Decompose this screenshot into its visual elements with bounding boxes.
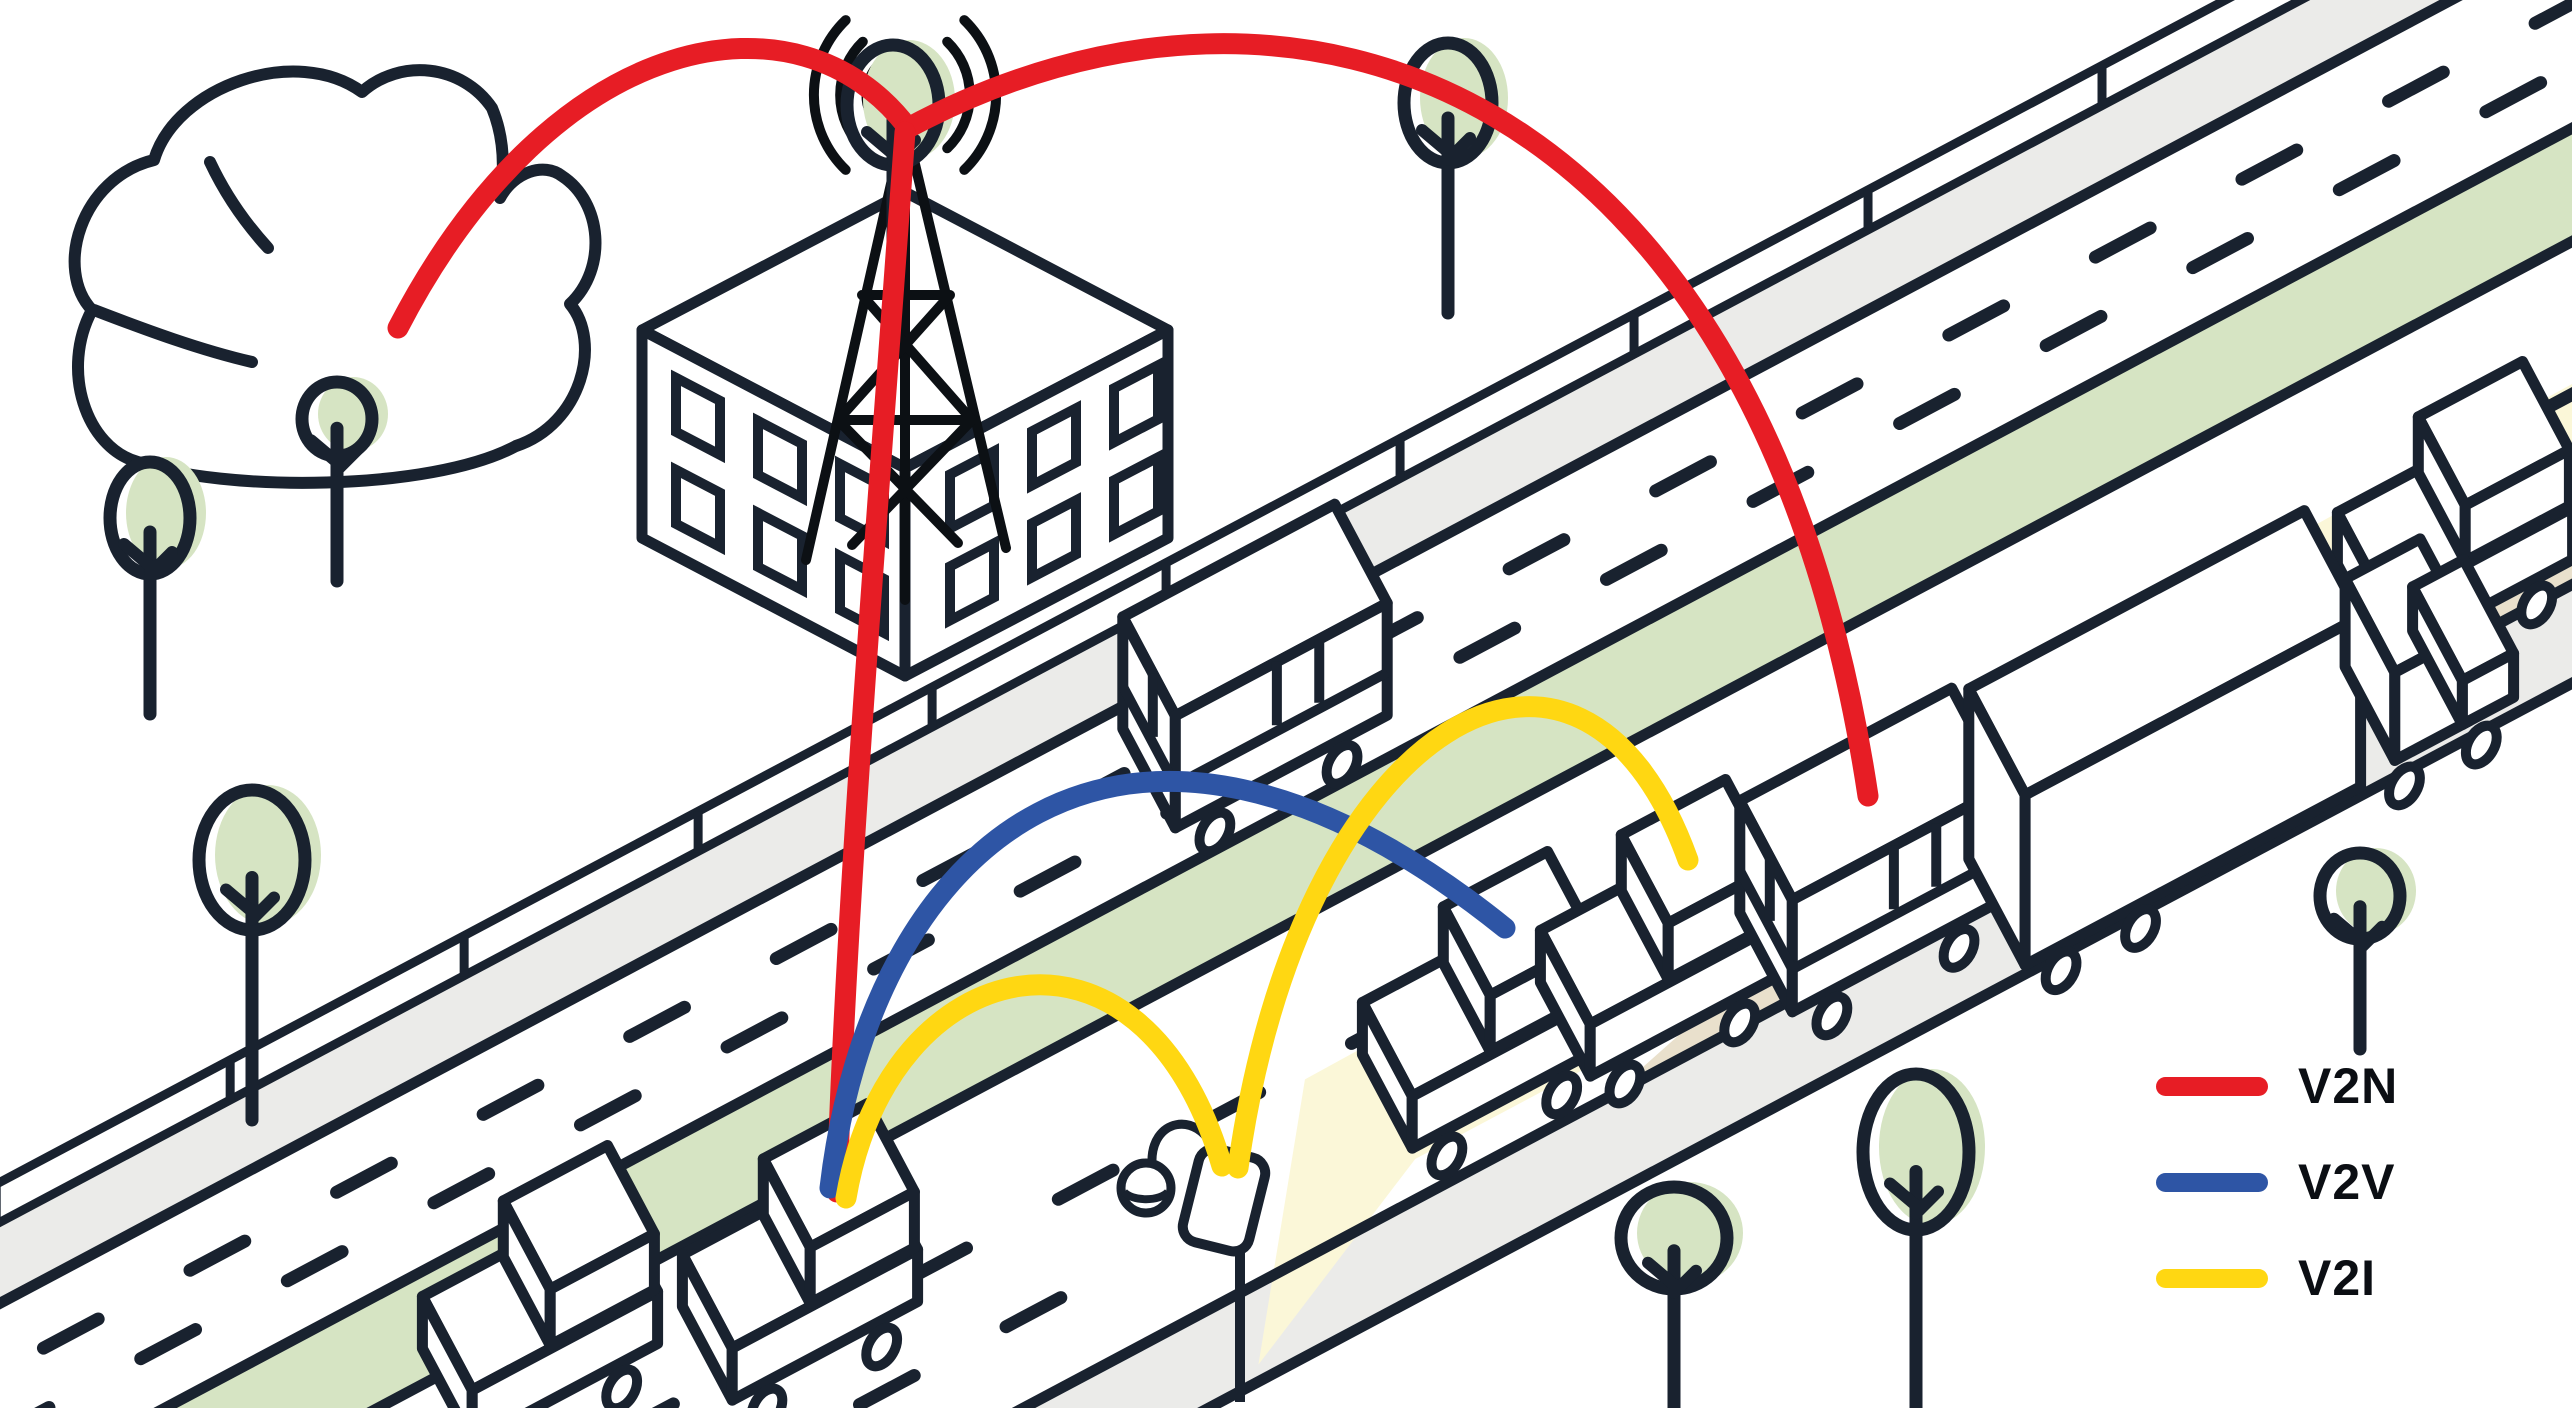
building-window <box>753 412 807 507</box>
vehicle-wheel <box>1719 998 1761 1048</box>
v2n-link-tower-cloud <box>387 37 919 339</box>
radio-wave-icon <box>808 15 851 175</box>
building-window <box>671 461 725 556</box>
vehicle-wheel <box>1811 991 1853 1041</box>
legend: V2N V2V V2I <box>2156 1058 2398 1306</box>
vehicle-semi-truck <box>1963 505 2520 996</box>
tree-branch <box>1884 1177 1944 1220</box>
building-window <box>945 535 999 629</box>
tree-branch <box>1642 1256 1702 1299</box>
cloud-seam <box>204 156 274 254</box>
sidewalk-lower-curb <box>0 153 2572 1408</box>
vehicle-wheel <box>2516 580 2558 630</box>
tree <box>103 455 206 721</box>
v2i-link-signal-vehicle <box>1227 696 1699 1179</box>
v2v-link-ego-car <box>819 771 1516 1199</box>
v2v-color-swatch <box>2156 1172 2268 1192</box>
cloud-icon <box>68 64 602 489</box>
tree <box>2313 846 2416 1056</box>
legend-item-v2n: V2N <box>2156 1058 2398 1114</box>
cloud-seam <box>88 304 258 368</box>
tree <box>1614 1180 1743 1408</box>
van-stripe <box>1735 852 2007 976</box>
vehicle-wheel <box>1426 1131 1468 1181</box>
building-window <box>1027 492 1081 586</box>
v2n-color-swatch <box>2156 1076 2268 1096</box>
signal-lamp <box>1116 1158 1176 1218</box>
vehicle-wheel <box>2460 720 2502 770</box>
vehicle-side <box>2459 444 2572 567</box>
vehicle-side <box>2019 611 2367 971</box>
cloud-outline <box>68 64 602 489</box>
tree-branch <box>305 434 365 477</box>
v2n-link-tower-van <box>897 33 1879 807</box>
tree-branch <box>2328 912 2388 955</box>
vehicle-wheel <box>1938 924 1980 973</box>
tree-branch <box>1416 124 1476 166</box>
vehicle-wheel <box>1604 1059 1646 1109</box>
legend-item-v2v: V2V <box>2156 1154 2398 1210</box>
v2i-link-ego-signal <box>835 974 1233 1209</box>
legend-label-v2n: V2N <box>2298 1058 2399 1114</box>
vehicle-side <box>804 1186 920 1309</box>
vehicle-wheel <box>1194 807 1236 857</box>
building-window <box>1027 400 1081 494</box>
vehicle-front <box>416 1291 478 1408</box>
legend-item-v2i: V2I <box>2156 1250 2398 1306</box>
vehicle-side <box>544 1228 660 1351</box>
legend-label-v2v: V2V <box>2298 1154 2396 1210</box>
tree <box>192 783 321 1127</box>
building-window <box>671 369 725 464</box>
vehicle-wheel <box>861 1322 903 1372</box>
vehicle-wheel <box>2040 946 2082 996</box>
vehicle-wheel <box>2384 761 2425 811</box>
sidewalk-lower-edge <box>0 229 2572 1408</box>
signal-lamp-line <box>1120 1189 1172 1204</box>
vehicle-wheel <box>601 1364 643 1408</box>
tree-branch <box>118 538 178 580</box>
building-window <box>753 504 807 599</box>
tower-leg <box>900 117 1011 553</box>
guardrail-top <box>0 0 2235 1188</box>
vehicle-wheel <box>1321 740 1363 789</box>
tree-branch <box>220 883 280 926</box>
vehicle-wheel <box>2120 904 2161 953</box>
legend-label-v2i: V2I <box>2298 1250 2377 1306</box>
lane-dashes <box>0 1245 1154 1408</box>
vehicle-wheel <box>1541 1070 1583 1120</box>
tree <box>1856 1067 1985 1408</box>
vehicle-connected-ego-car <box>676 1098 924 1408</box>
tree <box>295 375 388 588</box>
vehicle-car-bottom-left <box>416 1140 664 1408</box>
vehicle-side <box>2456 647 2520 730</box>
v2i-color-swatch <box>2156 1268 2268 1288</box>
v2n-link-tower-ego <box>826 121 916 1203</box>
building-window <box>1109 357 1163 451</box>
building-window <box>1109 449 1163 543</box>
